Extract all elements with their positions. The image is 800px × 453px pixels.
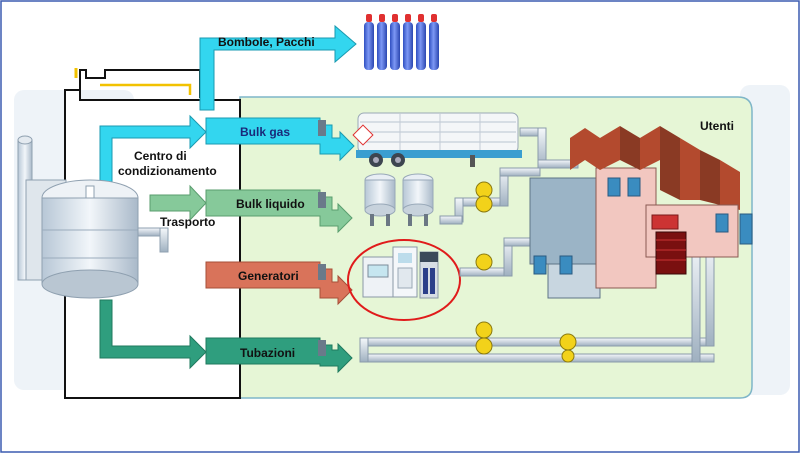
on-site-generators [362,246,439,299]
liquid-storage-tanks [364,173,434,226]
chimney-outline [79,69,201,100]
label-bulk-liquido: Bulk liquido [236,197,305,211]
label-tubazioni: Tubazioni [240,346,295,360]
label-utenti: Utenti [700,119,734,133]
highlight-circle [347,239,461,321]
tubazioni-connector [318,340,326,356]
gas-cylinders [364,14,439,70]
storage-facility [17,135,169,299]
bulk-gas-connector [318,120,326,136]
tube-trailer [352,112,522,167]
bulk-liquido-connector [318,192,326,208]
flag-stripe [100,83,192,95]
arrow-bombole [199,24,357,111]
label-generatori: Generatori [238,269,299,283]
label-trasporto: Trasporto [160,215,215,229]
label-bulk-gas: Bulk gas [240,125,290,139]
label-bombole: Bombole, Pacchi [218,35,315,49]
label-centro-line2: condizionamento [118,164,217,178]
label-centro-line1: Centro di [134,149,187,163]
factory-buildings [529,126,753,299]
arrow-trasporto [149,184,207,222]
generatori-connector [318,264,326,280]
valves [475,181,577,363]
arrow-to-tubazioni [99,299,207,370]
